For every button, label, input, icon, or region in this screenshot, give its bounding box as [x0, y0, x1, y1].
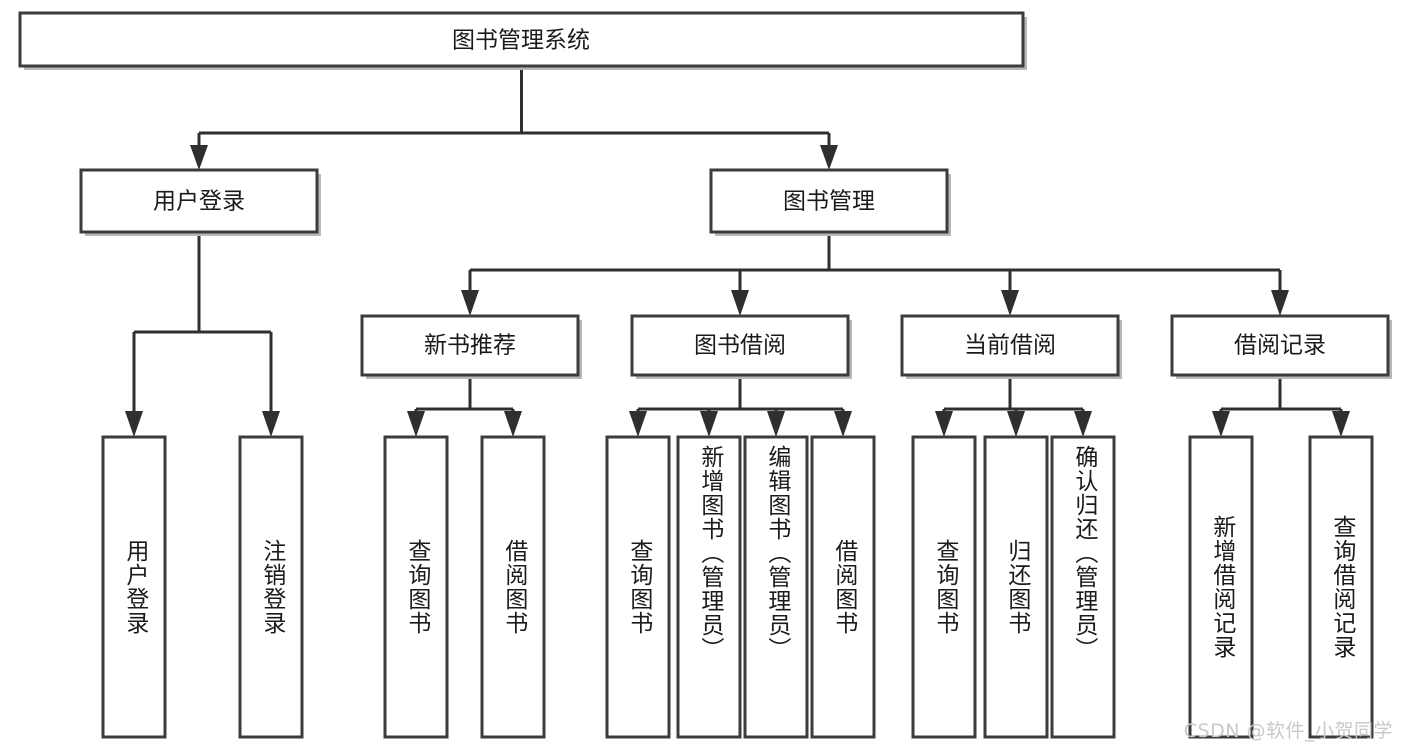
- node-book-management[interactable]: 图书管理: [709, 168, 951, 236]
- leaf-box-user-login[interactable]: [101, 435, 167, 739]
- leaf-box-cb-query-book[interactable]: [911, 435, 977, 739]
- node-book-borrow-label: 图书借阅: [694, 333, 786, 359]
- node-borrow-record-label: 借阅记录: [1234, 333, 1326, 359]
- leaf-box-bb-add-book[interactable]: [676, 435, 742, 739]
- leaf-box-cb-return-book[interactable]: [983, 435, 1049, 739]
- node-root-label: 图书管理系统: [452, 28, 590, 54]
- connector-group-new-book-rec-to-leaves: [407, 375, 522, 437]
- arrow-head-leaf-logout: [262, 411, 280, 437]
- leaf-node-boxes: [101, 435, 1374, 739]
- connector-group-borrow-record-to-leaves: [1212, 375, 1350, 437]
- arrow-head-cb-query-book: [935, 411, 953, 437]
- leaf-box-bb-query-book[interactable]: [605, 435, 671, 739]
- node-current-borrow-label: 当前借阅: [964, 333, 1056, 359]
- leaf-box-bb-borrow-book[interactable]: [810, 435, 876, 739]
- arrow-head-bb-borrow-book: [834, 411, 852, 437]
- leaf-box-nb-query-book[interactable]: [383, 435, 449, 739]
- arrow-head-bb-add-book: [700, 411, 718, 437]
- connector-group-root-to-level2: [190, 66, 838, 170]
- connector-group-book-manage-to-level3: [461, 232, 1289, 316]
- arrow-head-cb-confirm-return: [1074, 411, 1092, 437]
- node-root-rect[interactable]: [18, 11, 1025, 68]
- node-user-login-rect[interactable]: [79, 168, 319, 234]
- node-new-book-recommend[interactable]: 新书推荐: [360, 314, 582, 379]
- arrow-head-borrow-record: [1271, 290, 1289, 316]
- arrow-head-nb-query-book: [407, 411, 425, 437]
- node-new-book-recommend-rect[interactable]: [360, 314, 580, 377]
- arrow-head-current-borrow: [1001, 290, 1019, 316]
- node-book-management-label: 图书管理: [783, 189, 875, 215]
- node-user-login-label: 用户登录: [153, 189, 245, 215]
- arrow-head-nb-borrow-book: [504, 411, 522, 437]
- node-borrow-record-rect[interactable]: [1170, 314, 1390, 377]
- node-book-borrow[interactable]: 图书借阅: [630, 314, 852, 379]
- node-root[interactable]: 图书管理系统: [18, 11, 1027, 70]
- connector-group-user-login-to-leaves: [125, 232, 280, 437]
- leaf-box-br-query-record[interactable]: [1308, 435, 1374, 739]
- arrow-head-book-borrow: [731, 290, 749, 316]
- leaf-box-logout[interactable]: [238, 435, 304, 739]
- leaf-box-nb-borrow-book[interactable]: [480, 435, 546, 739]
- arrow-head-book-manage: [820, 145, 838, 170]
- arrow-head-new-book-rec: [461, 290, 479, 316]
- leaf-box-bb-edit-book[interactable]: [743, 435, 809, 739]
- arrow-head-leaf-user-login: [125, 411, 143, 437]
- arrow-head-br-add-record: [1212, 411, 1230, 437]
- node-book-borrow-rect[interactable]: [630, 314, 850, 377]
- node-new-book-recommend-label: 新书推荐: [424, 333, 516, 359]
- watermark-text: CSDN @软件_小贺同学: [1183, 720, 1393, 742]
- node-current-borrow-rect[interactable]: [900, 314, 1120, 377]
- connector-group-book-borrow-to-leaves: [629, 375, 852, 437]
- node-user-login[interactable]: 用户登录: [79, 168, 321, 236]
- leaf-box-cb-confirm-return[interactable]: [1050, 435, 1116, 739]
- arrow-head-user-login: [190, 145, 208, 170]
- arrow-head-bb-query-book: [629, 411, 647, 437]
- leaf-box-br-add-record[interactable]: [1188, 435, 1254, 739]
- node-borrow-record[interactable]: 借阅记录: [1170, 314, 1392, 379]
- arrow-head-br-query-record: [1332, 411, 1350, 437]
- arrow-head-cb-return-book: [1007, 411, 1025, 437]
- node-current-borrow[interactable]: 当前借阅: [900, 314, 1122, 379]
- arrow-head-bb-edit-book: [767, 411, 785, 437]
- connector-group-current-borrow-to-leaves: [935, 375, 1092, 437]
- node-book-management-rect[interactable]: [709, 168, 949, 234]
